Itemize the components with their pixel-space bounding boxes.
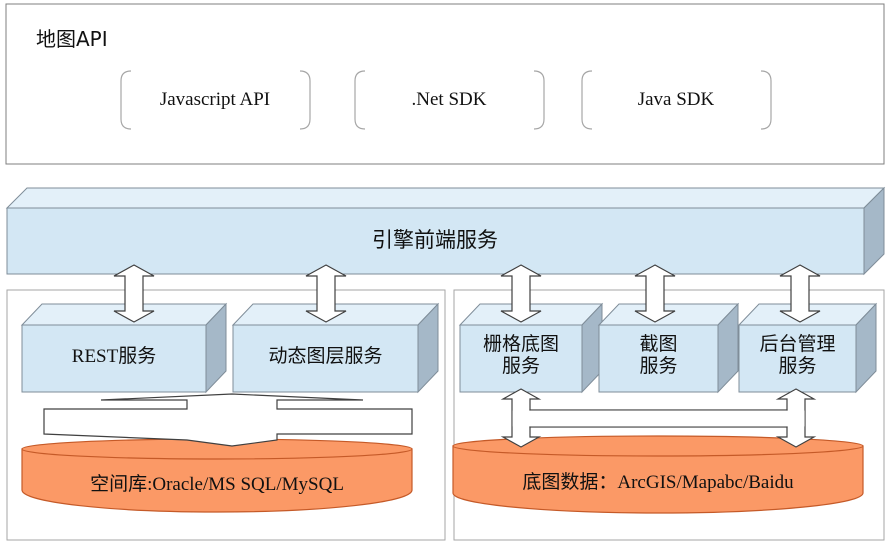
double-arrow-dynamic-layer (305, 264, 347, 323)
api-item-bracket-java (581, 70, 772, 130)
api-item-bracket-dotnet (354, 70, 545, 130)
rest-service-label: REST服务 (71, 346, 157, 367)
spatial-database-label: 空间库:Oracle/MS SQL/MySQL (90, 474, 344, 495)
rest-service-box (20, 302, 228, 394)
basemap-data-label: 底图数据：ArcGIS/Mapabc/Baidu (522, 472, 794, 493)
backend-management-service-box (737, 302, 878, 394)
right-group-panel (453, 289, 885, 541)
api-item-dotnet-sdk: .Net SDK (411, 89, 487, 110)
screenshot-service-line1: 截图 (639, 333, 678, 355)
screenshot-service-line2: 服务 (639, 354, 678, 377)
backend-management-service-line2: 服务 (778, 354, 817, 377)
double-arrow-rest (113, 264, 155, 323)
raster-basemap-service-line2: 服务 (501, 354, 540, 377)
left-group-panel (6, 289, 446, 541)
api-panel-title: 地图API (36, 27, 108, 51)
engine-label: 引擎前端服务 (372, 228, 498, 252)
raster-basemap-service-line1: 栅格底图 (482, 333, 559, 355)
api-item-bracket-javascript (120, 70, 311, 130)
api-item-java-sdk: Java SDK (637, 89, 715, 110)
dynamic-layer-service-box (231, 302, 440, 394)
dynamic-layer-service-label: 动态图层服务 (268, 345, 383, 367)
api-panel (5, 3, 885, 165)
raster-basemap-service-label: 栅格底图 服务 (460, 333, 582, 378)
backend-management-service-line1: 后台管理 (759, 333, 836, 355)
double-arrow-screenshot (634, 264, 676, 323)
engine-box (5, 186, 886, 276)
screenshot-service-label: 截图 服务 (599, 333, 718, 378)
basemap-data-cylinder (452, 435, 864, 514)
double-arrow-backend (779, 264, 821, 323)
spatial-database-cylinder (21, 438, 413, 513)
api-item-javascript: Javascript API (159, 89, 271, 110)
broad-double-arrow-spatial (43, 393, 413, 447)
double-arrow-raster-basemap (500, 264, 542, 323)
backend-management-service-label: 后台管理 服务 (739, 333, 856, 378)
